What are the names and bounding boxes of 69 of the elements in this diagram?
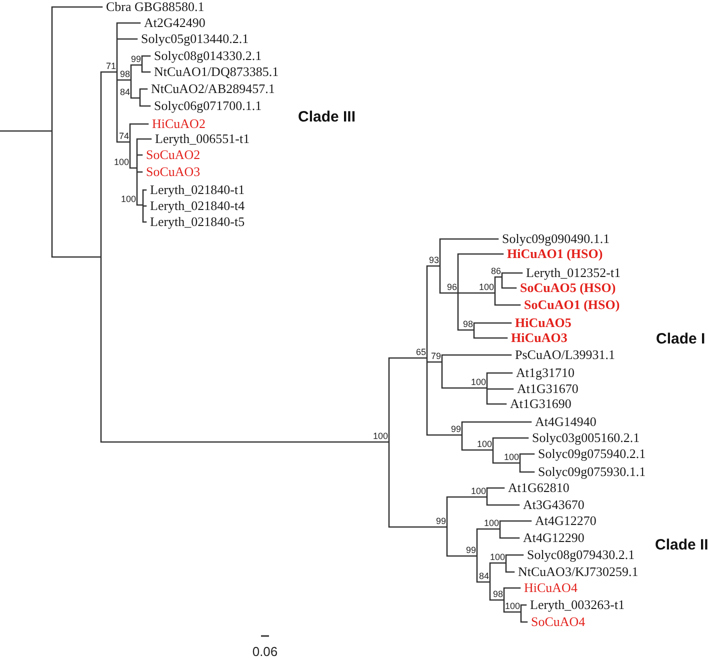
taxon-label: Solyc09g075930.1.1 [538,465,646,479]
bootstrap-value: 74 [118,132,129,141]
taxon-label: Solyc03g005160.2.1 [532,431,640,445]
taxon-label: NtCuAO1/DQ873385.1 [154,65,279,79]
taxon-label: SoCuAO5 (HSO) [520,281,616,295]
clade-label: Clade III [298,108,356,126]
taxon-label: At3G43670 [523,498,584,512]
bootstrap-value: 71 [106,62,116,71]
taxon-label: NtCuAO2/AB289457.1 [151,82,275,96]
taxon-label: Solyc06g071700.1.1 [154,99,262,113]
bootstrap-value: 100 [504,602,520,611]
bootstrap-value: 99 [450,425,461,434]
taxon-label: At2G42490 [144,16,206,30]
bootstrap-value: 84 [478,572,489,581]
bootstrap-value: 99 [130,55,141,64]
bootstrap-value: 96 [446,283,457,292]
taxon-label: NtCuAO3/KJ730259.1 [518,565,638,579]
taxon-label: Leryth_003263-t1 [530,598,625,612]
bootstrap-value: 100 [484,519,499,528]
bootstrap-value: 98 [120,70,130,79]
bootstrap-value: 100 [490,553,505,562]
bootstrap-value: 100 [476,440,492,449]
taxon-label: Solyc05g013440.2.1 [141,32,249,46]
taxon-label: Leryth_012352-t1 [526,266,621,280]
bootstrap-value: 100 [504,453,519,462]
taxon-label: At4G12270 [535,514,596,528]
taxon-label: Leryth_006551-t1 [155,132,250,146]
bootstrap-value: 99 [466,546,476,555]
bootstrap-value: 100 [470,487,486,496]
taxon-label: SoCuAO2 [146,148,200,162]
taxon-label: Solyc08g079430.2.1 [527,548,635,562]
taxon-label: HiCuAO3 [511,331,568,345]
taxon-label: Leryth_021840-t5 [150,215,245,229]
bootstrap-value: 100 [478,283,494,292]
taxon-label: Solyc09g075940.2.1 [538,447,646,461]
taxon-label: HiCuAO2 [152,117,206,131]
bootstrap-value: 100 [120,195,136,204]
taxon-label: Leryth_021840-t1 [150,183,245,197]
bootstrap-value: 79 [430,352,441,361]
bootstrap-value: 86 [490,267,501,276]
taxon-label: PsCuAO/L39931.1 [515,348,616,362]
taxon-label: HiCuAO5 [515,316,572,330]
taxon-label: SoCuAO4 [531,615,586,629]
taxon-label: At1G31690 [510,397,572,411]
bootstrap-value: 98 [462,320,473,329]
taxon-label: At1G31670 [517,382,578,396]
taxon-label: Solyc08g014330.2.1 [154,49,262,63]
clade-label: Clade I [656,330,706,348]
taxon-label: HiCuAO4 [524,581,578,595]
taxon-label: HiCuAO1 (HSO) [507,247,603,261]
bootstrap-value: 93 [428,256,439,265]
taxon-label: SoCuAO3 [146,165,200,179]
bootstrap-value: 100 [470,378,486,387]
bootstrap-value: 65 [416,348,426,357]
bootstrap-value: 100 [372,432,388,441]
taxon-label: At1G62810 [508,481,570,495]
taxon-label: Solyc09g090490.1.1 [502,232,610,246]
bootstrap-value: 98 [492,590,503,599]
taxon-label: At4G14940 [535,415,596,429]
taxon-label: At1g31710 [516,366,574,380]
bootstrap-value: 100 [114,158,129,167]
bootstrap-value: 99 [436,517,446,526]
taxon-label: Leryth_021840-t4 [150,199,245,213]
taxon-label: At4G12290 [523,531,584,545]
bootstrap-value: 84 [120,88,130,97]
clade-label: Clade II [655,536,708,554]
taxon-label: Cbra GBG88580.1 [106,0,204,14]
taxon-label: SoCuAO1 (HSO) [524,298,620,312]
scale-value: 0.06 [252,645,278,659]
